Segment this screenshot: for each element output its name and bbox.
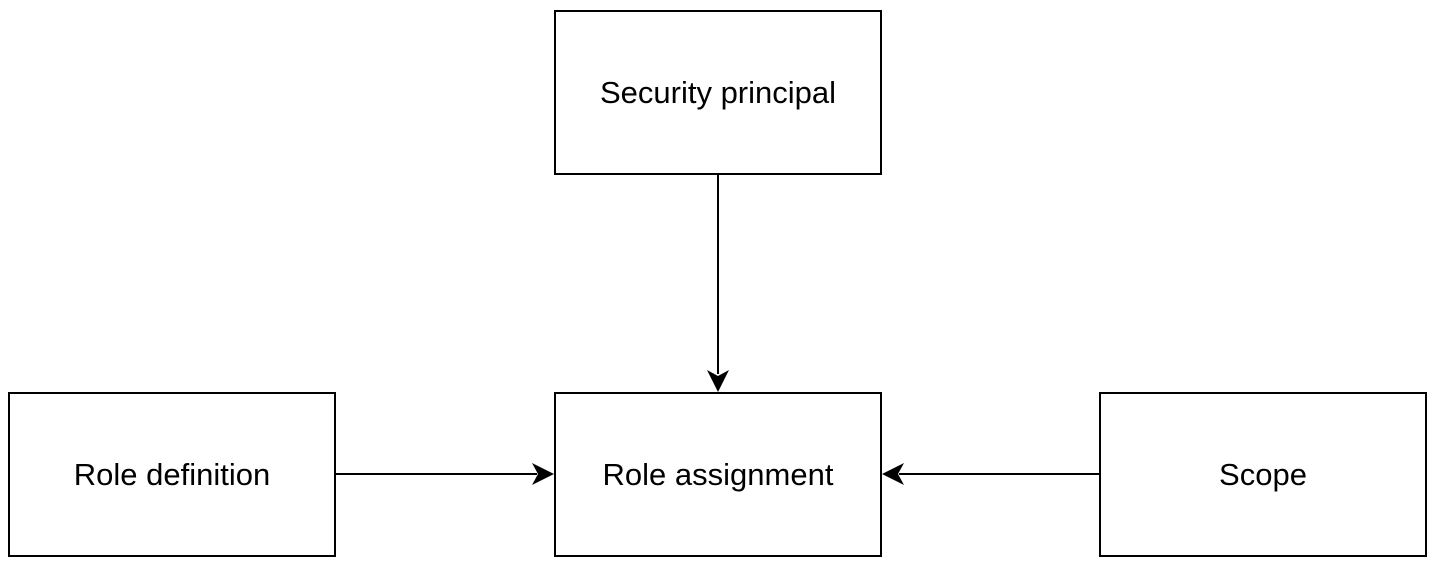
edge-scope-to-role-assignment (882, 463, 1099, 485)
node-label: Role assignment (602, 456, 834, 492)
node-role-definition: Role definition (8, 392, 336, 557)
edge-security-principal-to-role-assignment (707, 175, 729, 392)
edge-role-definition-to-role-assignment (336, 463, 554, 485)
node-label: Security principal (599, 74, 837, 110)
node-scope: Scope (1099, 392, 1427, 557)
arrowhead-icon (882, 463, 904, 485)
node-label: Scope (1219, 456, 1307, 492)
node-role-assignment: Role assignment (554, 392, 882, 557)
arrowhead-icon (707, 370, 729, 392)
node-security-principal: Security principal (554, 10, 882, 175)
arrowhead-icon (532, 463, 554, 485)
node-label: Role definition (73, 456, 271, 492)
